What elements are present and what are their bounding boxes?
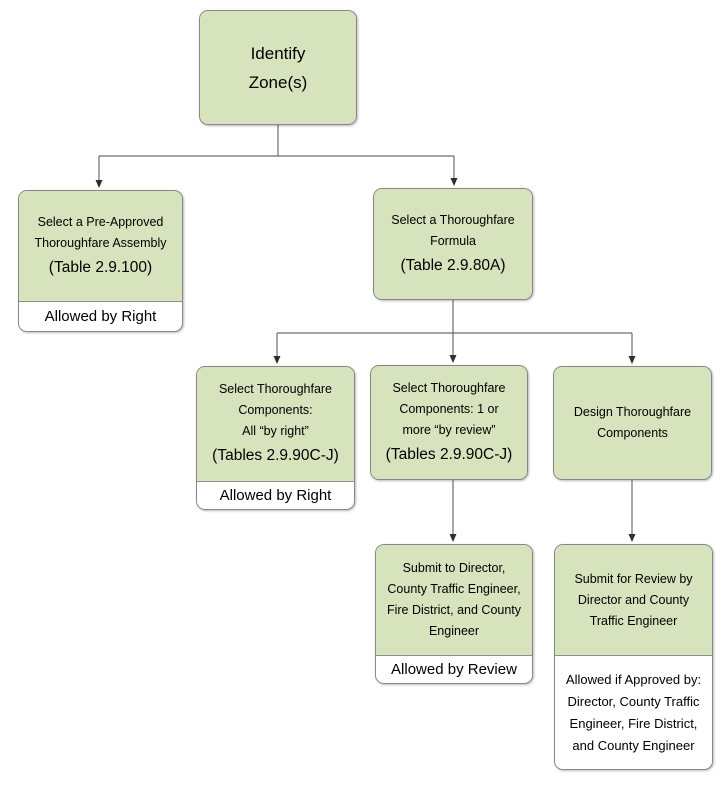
arrowhead-to-design [628, 356, 636, 364]
table-reference: (Tables 2.9.90C-J) [385, 445, 513, 463]
node-thoroughfare-formula: Select a Thoroughfare Formula (Table 2.9… [373, 188, 533, 300]
node-submit-for-review: Submit for Review by Director and County… [554, 544, 713, 770]
status-allowed-by-right: Allowed by Right [19, 301, 182, 331]
connector-split-2 [276, 300, 633, 356]
node-pre-approved-assembly-body: Select a Pre-Approved Thoroughfare Assem… [19, 191, 182, 301]
arrowhead-to-submit-review [628, 534, 636, 542]
arrowhead-to-preapproved [95, 180, 103, 188]
table-reference: (Tables 2.9.90C-J) [212, 447, 339, 464]
node-components-by-review: Select Thoroughfare Components: 1 or mor… [370, 365, 528, 480]
node-text: Submit to Director, County Traffic Engin… [386, 561, 522, 638]
arrowhead-to-comp-review [449, 355, 457, 363]
connector-split-1 [98, 125, 455, 180]
table-reference: (Table 2.9.100) [48, 258, 153, 276]
node-components-by-right-body: Select Thoroughfare Components: All “by … [197, 367, 354, 481]
node-submit-to-director-body: Submit to Director, County Traffic Engin… [376, 545, 532, 655]
node-text: Select a Pre-Approved Thoroughfare Assem… [34, 214, 167, 250]
node-identify-zones-body: Identify Zone(s) [200, 11, 356, 124]
arrowhead-to-submit-director [449, 534, 457, 542]
node-identify-zones: Identify Zone(s) [199, 10, 357, 125]
node-text: Design Thoroughfare Components [573, 405, 692, 440]
table-reference: (Table 2.9.80A) [400, 256, 506, 274]
node-text: Identify Zone(s) [248, 43, 308, 92]
node-text: Select Thoroughfare Components: All “by … [218, 382, 333, 438]
arrowhead-to-formula [450, 178, 458, 186]
node-components-by-right: Select Thoroughfare Components: All “by … [196, 366, 355, 510]
node-pre-approved-assembly: Select a Pre-Approved Thoroughfare Assem… [18, 190, 183, 332]
node-thoroughfare-formula-body: Select a Thoroughfare Formula (Table 2.9… [374, 189, 532, 299]
node-text: Select Thoroughfare Components: 1 or mor… [392, 380, 506, 437]
status-allowed-by-right: Allowed by Right [197, 481, 354, 509]
node-design-components: Design Thoroughfare Components [553, 366, 712, 480]
status-allowed-if-approved: Allowed if Approved by: Director, County… [555, 655, 712, 769]
node-components-by-review-body: Select Thoroughfare Components: 1 or mor… [371, 366, 527, 479]
node-submit-for-review-body: Submit for Review by Director and County… [555, 545, 712, 655]
node-submit-to-director: Submit to Director, County Traffic Engin… [375, 544, 533, 684]
node-design-components-body: Design Thoroughfare Components [554, 367, 711, 479]
arrowhead-to-comp-right [273, 356, 281, 364]
status-allowed-by-review: Allowed by Review [376, 655, 532, 683]
node-text: Submit for Review by Director and County… [574, 571, 693, 628]
node-text: Select a Thoroughfare Formula [391, 212, 515, 248]
